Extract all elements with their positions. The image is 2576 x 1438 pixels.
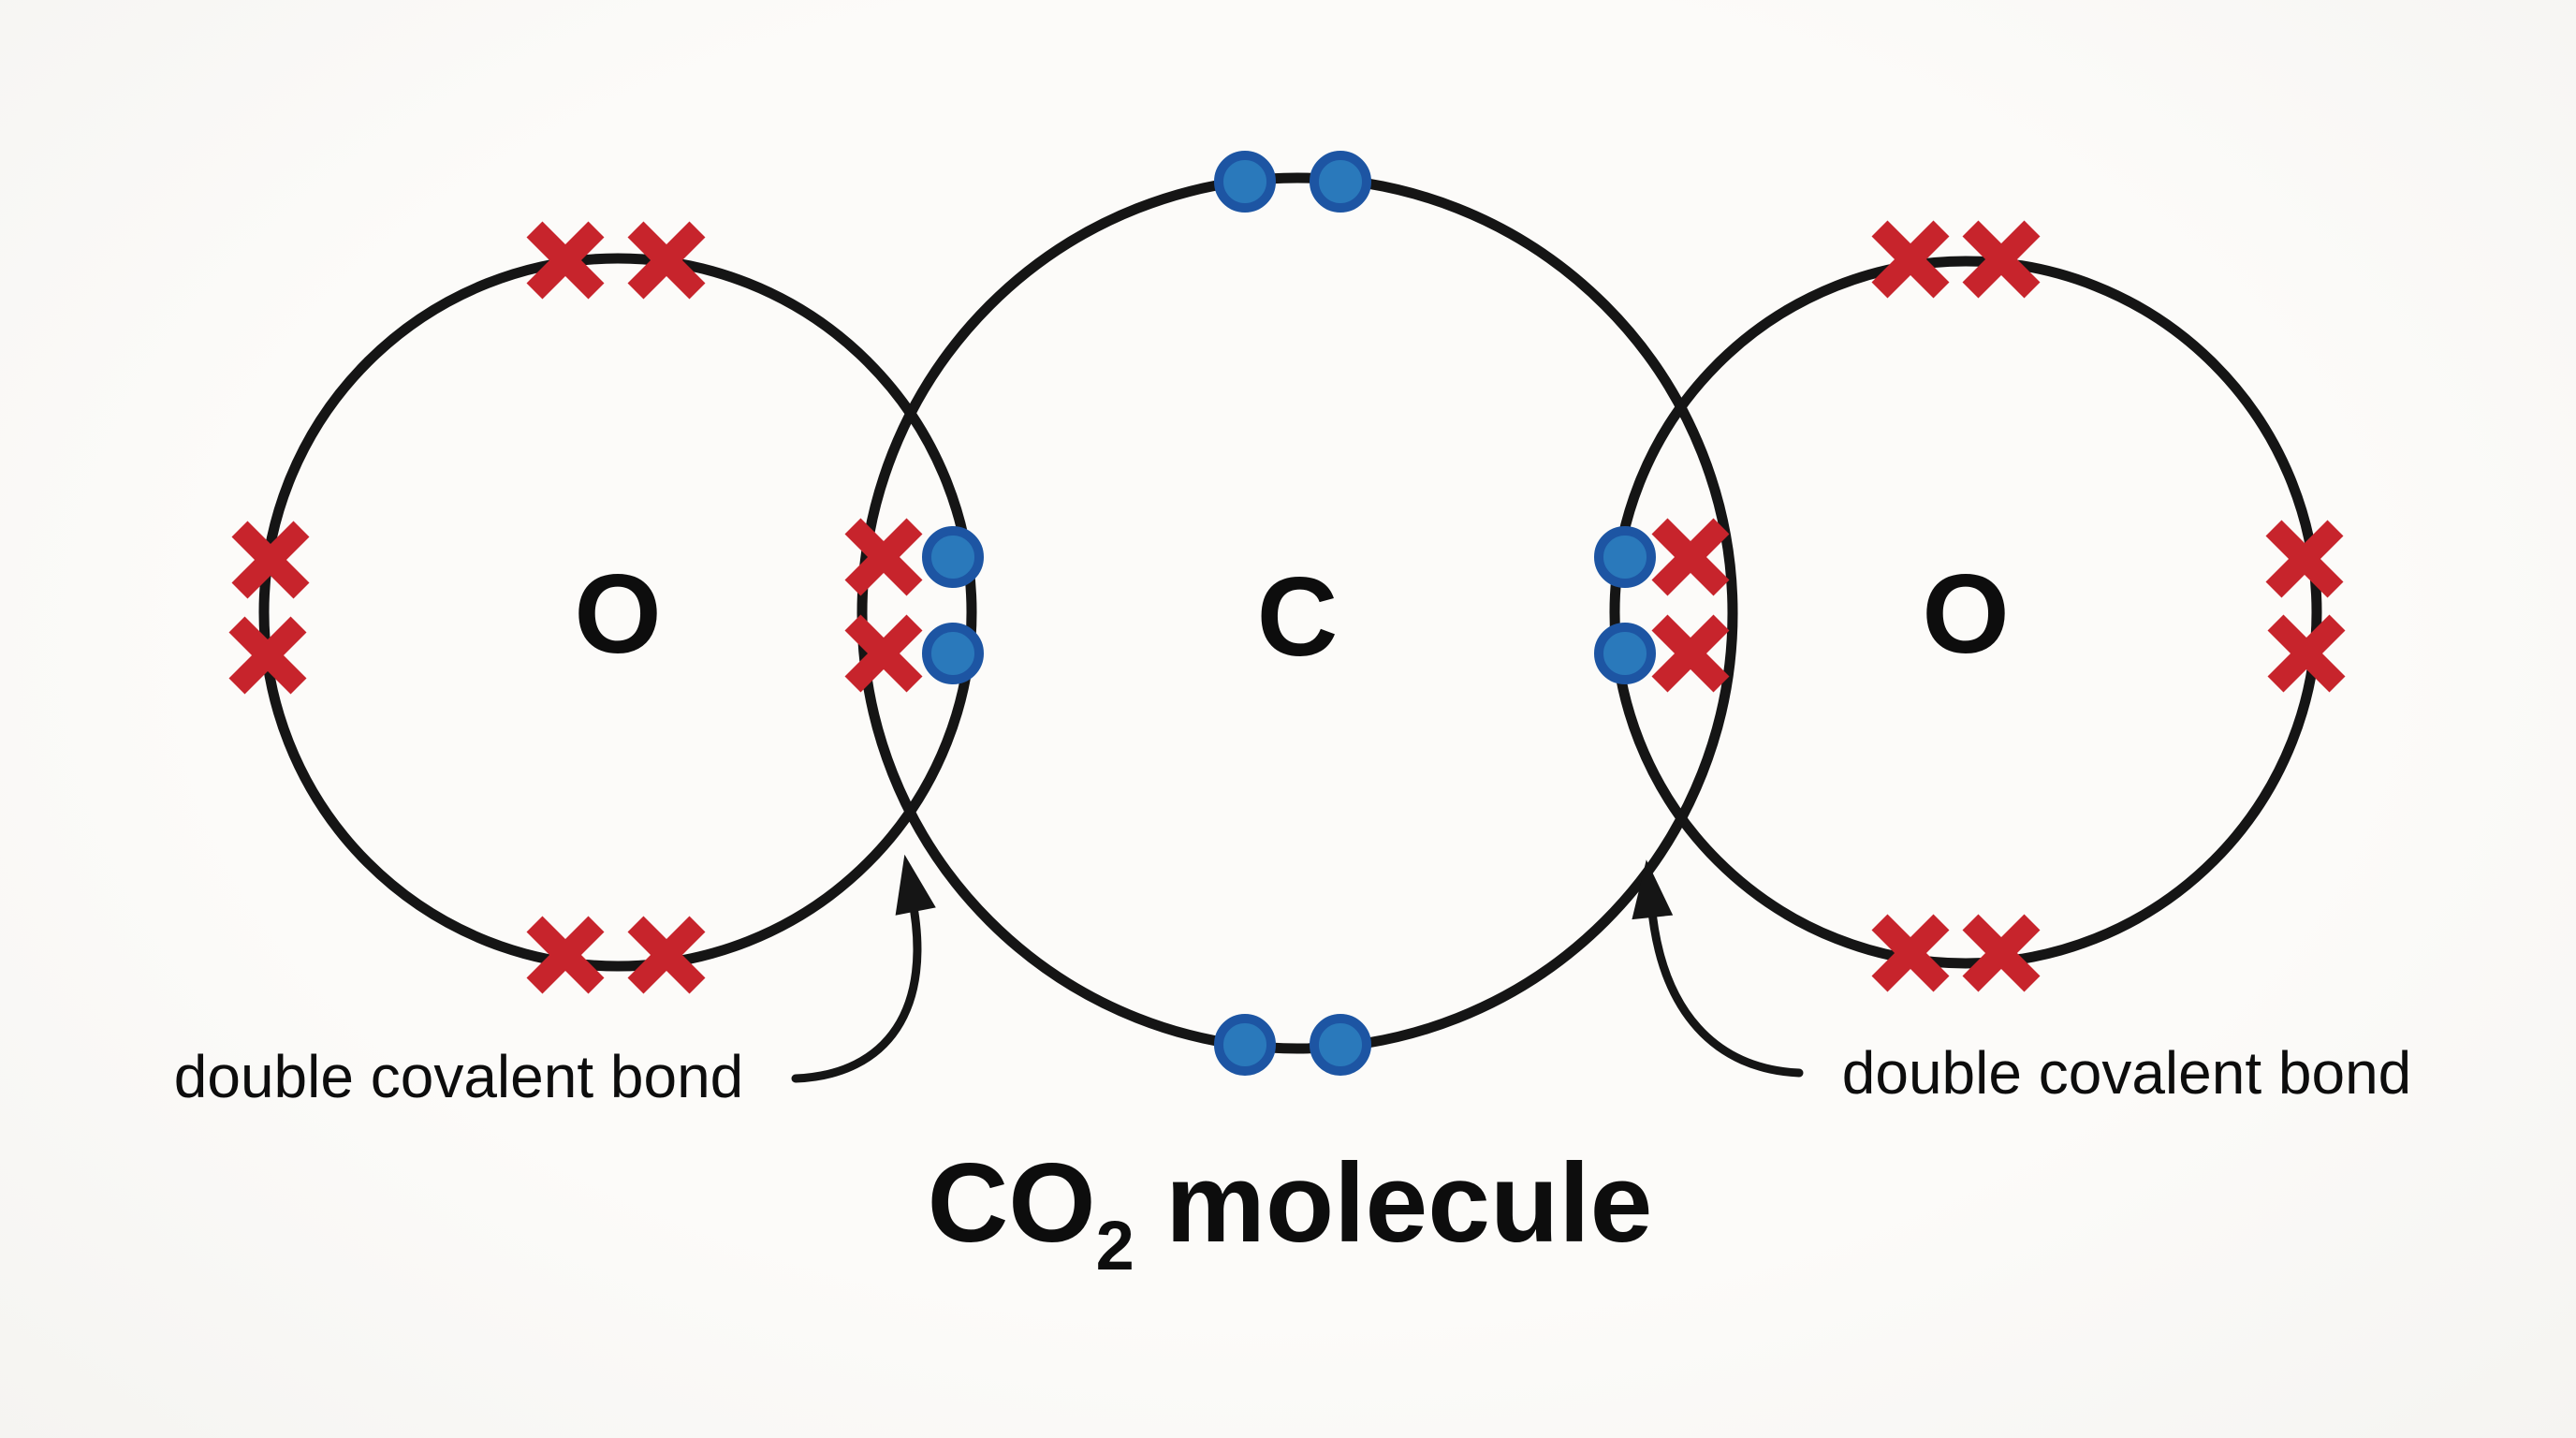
- electron-cross-mark-oxygen-left-top: [627, 221, 706, 300]
- electron-dot-mark-left-bond-pair: [922, 623, 984, 684]
- electron-cross-mark-oxygen-right-top: [1962, 220, 2041, 299]
- electron-cross-mark-oxygen-left-top: [526, 221, 605, 300]
- electron-dot-mark-carbon-top: [1310, 151, 1371, 213]
- electron-cross-mark-oxygen-left-side: [231, 521, 310, 599]
- electron-cross-mark-oxygen-left-bottom: [526, 916, 605, 994]
- bond-arrow-right: [1632, 859, 1804, 1078]
- atom-symbol-o-0: O: [574, 551, 661, 677]
- bond-label-left: double covalent bond: [174, 1043, 744, 1110]
- electron-cross-mark-oxygen-left-bottom: [627, 916, 706, 994]
- marks-layer: [228, 151, 2346, 1076]
- electron-dot-mark-carbon-top: [1214, 151, 1276, 213]
- electron-cross-mark-oxygen-right-side: [2267, 614, 2346, 693]
- diagram-title: CO2 molecule: [928, 1140, 1653, 1284]
- bond-arrow-left-head-icon: [895, 854, 936, 916]
- electron-cross-mark-oxygen-left-side: [228, 616, 307, 695]
- electron-cross-mark-right-bond-pair: [1651, 518, 1730, 596]
- electron-dot-mark-left-bond-pair: [922, 526, 984, 588]
- shell-c-1: [856, 172, 1738, 1054]
- bond-arrow-right-head-icon: [1632, 859, 1674, 920]
- bond-arrow-right-shaft: [1647, 898, 1804, 1078]
- title-formula-subscript: 2: [1096, 1207, 1134, 1284]
- electron-dot-mark-carbon-bottom: [1310, 1014, 1371, 1076]
- shell-o-2: [1609, 256, 2322, 969]
- bond-arrow-left-shaft: [791, 892, 922, 1083]
- electron-cross-mark-left-bond-pair: [844, 518, 923, 596]
- title-formula-main: CO: [928, 1140, 1096, 1266]
- electron-cross-mark-right-bond-pair: [1651, 614, 1730, 693]
- electron-cross-mark-left-bond-pair: [844, 614, 923, 693]
- shells-layer: [258, 172, 2322, 1054]
- electron-dot-mark-carbon-bottom: [1214, 1014, 1276, 1076]
- electron-cross-mark-oxygen-right-top: [1871, 220, 1950, 299]
- electron-cross-mark-oxygen-right-bottom: [1871, 914, 1950, 992]
- bond-label-right: double covalent bond: [1842, 1039, 2412, 1107]
- electron-dot-mark-right-bond-pair: [1594, 623, 1656, 684]
- bond-arrow-left: [791, 854, 936, 1083]
- atom-symbol-o-2: O: [1922, 551, 2009, 677]
- atom-symbol-c-1: C: [1257, 554, 1339, 680]
- shell-o-0: [258, 253, 977, 972]
- electron-cross-mark-oxygen-right-bottom: [1962, 914, 2041, 992]
- electron-cross-mark-oxygen-right-side: [2265, 520, 2344, 598]
- electron-dot-mark-right-bond-pair: [1594, 526, 1656, 588]
- title-suffix: molecule: [1134, 1140, 1653, 1266]
